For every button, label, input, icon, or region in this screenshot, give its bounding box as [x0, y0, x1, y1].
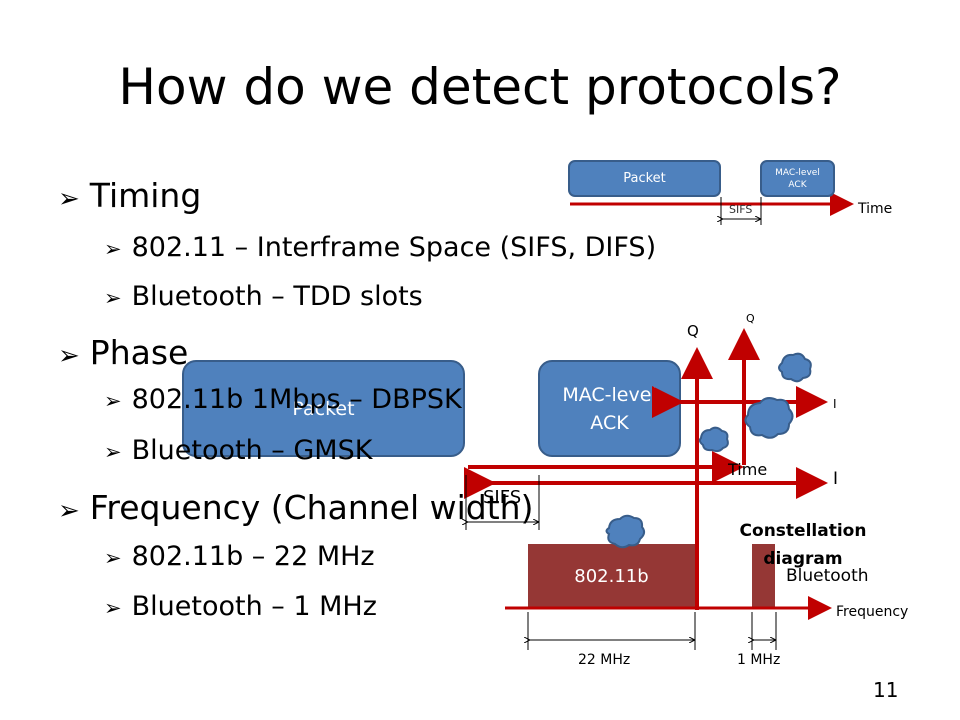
packet-box-small: Packet [568, 160, 721, 197]
constellation-cloud [698, 426, 729, 453]
constellation-cloud [778, 352, 812, 383]
ack-label-line1: MAC-level [775, 167, 820, 178]
wifi-width-label: 22 MHz [578, 652, 631, 668]
time-label-small: Time [858, 201, 893, 217]
i-label-large: I [833, 469, 839, 489]
q-label-small: Q [746, 312, 755, 325]
constellation-cloud [744, 397, 794, 439]
caption-line2: diagram [763, 549, 843, 569]
slide-title: How do we detect protocols? [118, 58, 842, 116]
wifi-label: 802.11b [574, 565, 649, 587]
packet-label: Packet [623, 171, 666, 186]
sub-bullet: ➢ Bluetooth – GMSK [104, 435, 372, 466]
sub-bullet: ➢ 802.11b – 22 MHz [104, 541, 375, 572]
frequency-label: Frequency [836, 604, 909, 620]
bluetooth-spectrum-block [752, 544, 775, 608]
constellation-cloud [605, 514, 646, 549]
bullet-timing: ➢ Timing [58, 176, 201, 215]
bullet-arrow-icon: ➢ [104, 546, 122, 570]
bullet-arrow-icon: ➢ [104, 440, 122, 464]
sub-bullet-label: Bluetooth – GMSK [131, 435, 373, 466]
bt-width-label: 1 MHz [737, 652, 781, 668]
bullet-arrow-icon: ➢ [58, 496, 80, 526]
bullet-arrow-icon: ➢ [104, 237, 122, 261]
packet-label: Packet [292, 397, 355, 420]
sub-bullet-label: 802.11b – 22 MHz [131, 541, 375, 572]
q-label-large: Q [687, 322, 699, 340]
sifs-label-small: SIFS [729, 203, 753, 216]
bullet-arrow-icon: ➢ [104, 286, 122, 310]
caption-line1: Constellation [739, 521, 867, 541]
sub-bullet-label: Bluetooth – TDD slots [131, 281, 423, 312]
bullet-arrow-icon: ➢ [104, 389, 122, 413]
bullet-arrow-icon: ➢ [104, 596, 122, 620]
ack-label-line2: ACK [590, 411, 629, 434]
ack-box-small: MAC-level ACK [760, 160, 835, 197]
page-number: 11 [873, 678, 899, 702]
constellation-caption: Constellation diagram [717, 517, 889, 573]
bullet-label: Timing [89, 176, 202, 215]
bullet-phase: ➢ Phase [58, 333, 188, 372]
bullet-label: Phase [89, 333, 189, 372]
bullet-arrow-icon: ➢ [58, 184, 80, 214]
bullet-label: Frequency (Channel width) [89, 488, 534, 527]
sub-bullet: ➢ 802.11b 1Mbps – DBPSK [104, 384, 462, 415]
ack-box-large: MAC-level ACK [538, 360, 681, 457]
time-label-large: Time [728, 460, 768, 479]
ack-label-line1: MAC-level [562, 383, 657, 406]
bullet-arrow-icon: ➢ [58, 341, 80, 371]
sub-bullet-label: 802.11b 1Mbps – DBPSK [131, 384, 462, 415]
i-label-small: I [833, 397, 837, 411]
sifs-label-large: SIFS [483, 487, 522, 508]
bluetooth-label: Bluetooth [786, 566, 869, 586]
sub-bullet-label: Bluetooth – 1 MHz [131, 591, 377, 622]
wifi-spectrum-block: 802.11b [528, 544, 695, 608]
sub-bullet-label: 802.11 – Interframe Space (SIFS, DIFS) [131, 232, 657, 263]
sub-bullet: ➢ Bluetooth – TDD slots [104, 281, 423, 312]
sub-bullet: ➢ Bluetooth – 1 MHz [104, 591, 377, 622]
ack-label-line2: ACK [788, 179, 807, 190]
bullet-frequency: ➢ Frequency (Channel width) [58, 488, 533, 527]
packet-box-large: Packet [182, 360, 465, 457]
sub-bullet: ➢ 802.11 – Interframe Space (SIFS, DIFS) [104, 232, 656, 263]
